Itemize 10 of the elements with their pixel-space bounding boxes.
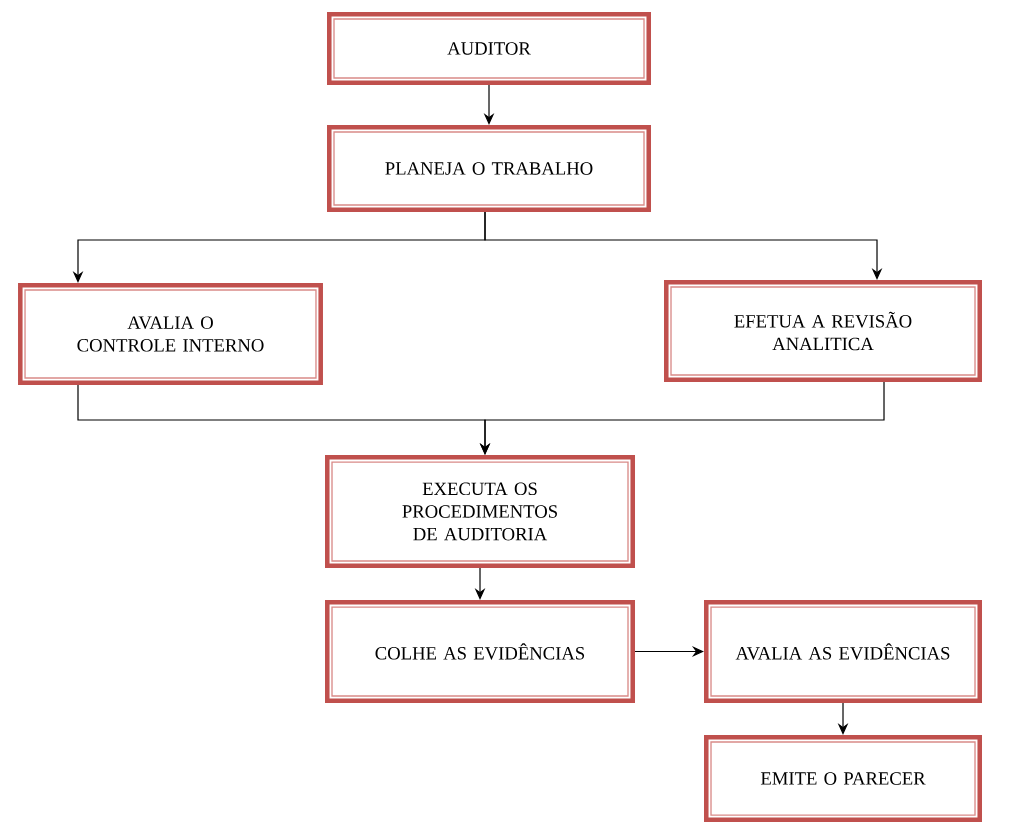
process-box: PLANEJA O TRABALHO <box>327 124 651 213</box>
process-box: EMITE O PARECER <box>704 734 982 823</box>
arrow <box>634 646 704 657</box>
process-box: EXECUTA OS PROCEDIMENTOS DE AUDITORIA <box>325 455 635 568</box>
process-box: EFETUA A REVISÃO ANALITICA <box>664 280 982 382</box>
process-box: AVALIA AS EVIDÊNCIAS <box>704 600 982 703</box>
process-box: AUDITOR <box>327 11 651 86</box>
process-box: AVALIA O CONTROLE INTERNO <box>18 283 323 385</box>
process-box: COLHE AS EVIDÊNCIAS <box>325 600 635 703</box>
arrow <box>484 211 883 280</box>
